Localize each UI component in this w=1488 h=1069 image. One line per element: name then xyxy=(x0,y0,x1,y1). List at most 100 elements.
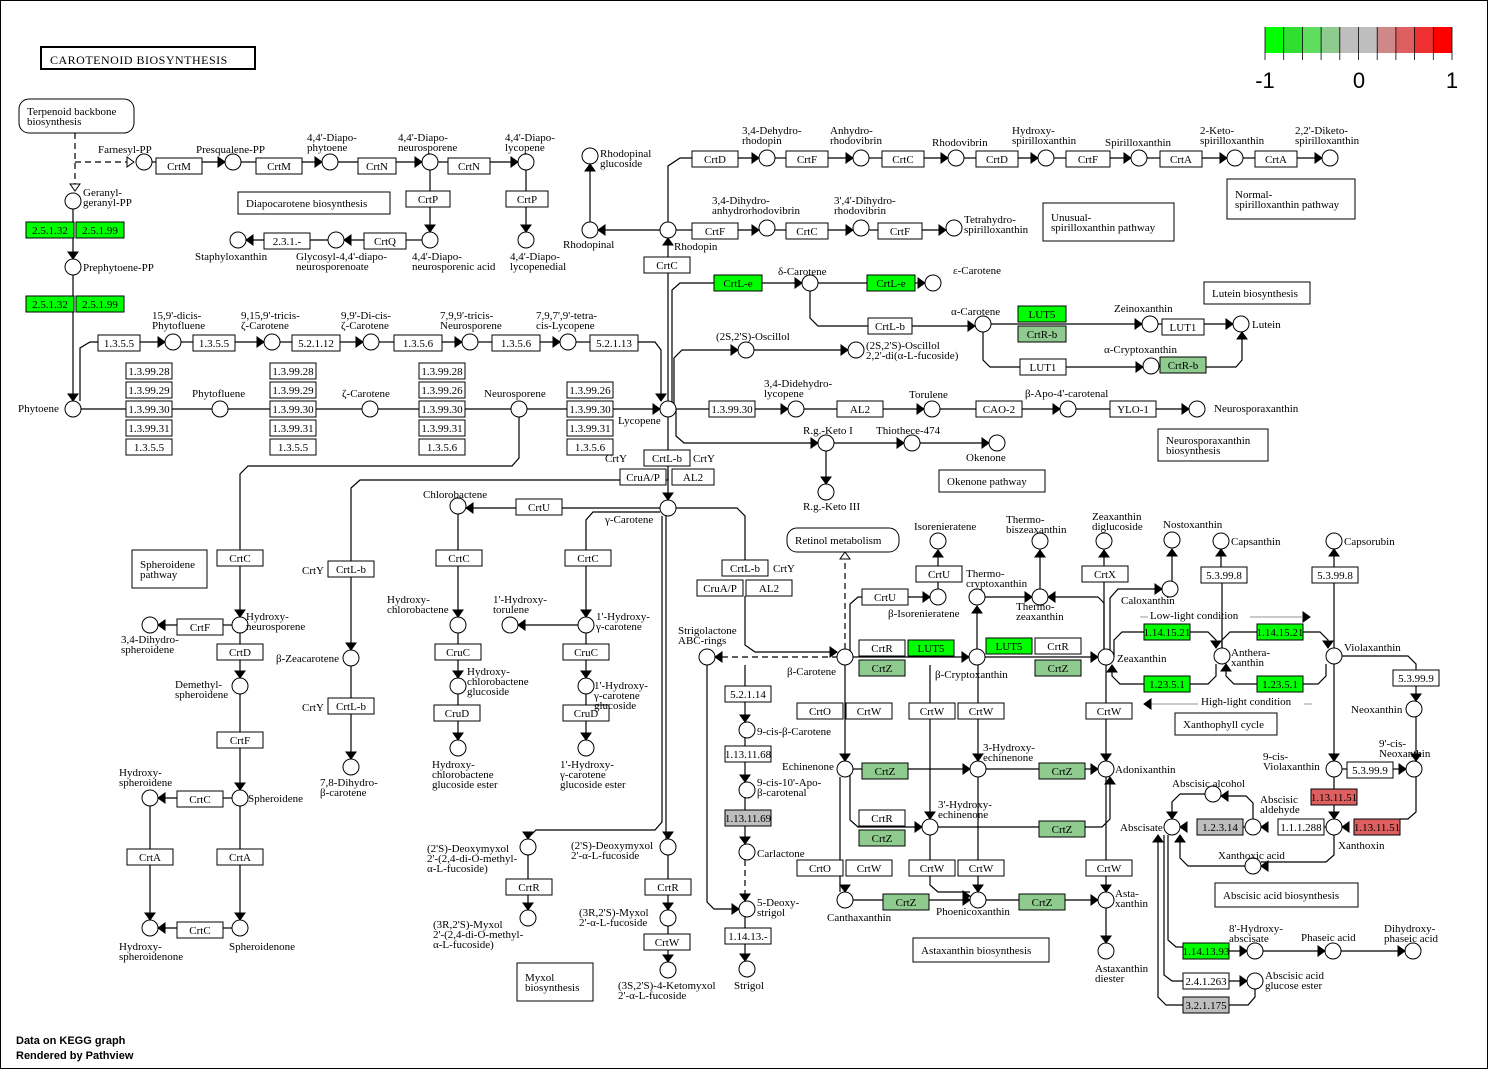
compound-circle[interactable] xyxy=(141,789,159,807)
compound-circle[interactable] xyxy=(659,838,677,856)
enzyme-node[interactable]: CrtZ xyxy=(861,762,909,780)
pathway-box[interactable] xyxy=(131,549,208,589)
enzyme-box[interactable] xyxy=(1065,150,1111,168)
compound-circle[interactable] xyxy=(847,341,865,359)
compound-node[interactable]: 9'-cis-Neoxanthin xyxy=(1379,738,1431,778)
compound-circle[interactable] xyxy=(758,219,776,237)
enzyme-box[interactable] xyxy=(405,190,451,208)
compound-node[interactable]: 9-cis-Violaxanthin xyxy=(1263,751,1343,778)
pathway-link-okenone[interactable]: Okenone pathway xyxy=(938,469,1046,493)
enzyme-node[interactable]: 2.5.1.32 xyxy=(25,221,75,239)
enzyme-node[interactable]: CruA/P xyxy=(696,579,744,597)
enzyme-node[interactable]: CrtL-b xyxy=(327,697,375,715)
enzyme-node[interactable]: CrtU xyxy=(915,565,963,583)
compound-node[interactable]: 4,4'-Diapo-phytoene xyxy=(307,132,357,171)
enzyme-node[interactable]: CrtW xyxy=(957,859,1005,877)
enzyme-box[interactable] xyxy=(1018,893,1066,911)
enzyme-node[interactable]: 1.3.5.5 xyxy=(97,334,141,352)
enzyme-node[interactable]: CrtC xyxy=(176,921,224,939)
compound-node[interactable]: Canthaxanthin xyxy=(827,891,892,924)
enzyme-box[interactable] xyxy=(957,702,1005,720)
enzyme-box[interactable] xyxy=(566,419,614,437)
compound-circle[interactable] xyxy=(1141,315,1159,333)
compound-circle[interactable] xyxy=(659,400,677,418)
compound-circle[interactable] xyxy=(1130,149,1148,167)
enzyme-node[interactable]: CrtD xyxy=(975,150,1019,168)
compound-node[interactable]: Abscisic alcohol xyxy=(1172,778,1245,803)
compound-circle[interactable] xyxy=(342,649,360,667)
enzyme-box[interactable] xyxy=(975,400,1023,418)
enzyme-node[interactable]: 2.3.1.- xyxy=(263,232,311,250)
enzyme-box[interactable] xyxy=(713,274,763,292)
enzyme-node[interactable]: CrtQ xyxy=(363,232,407,250)
compound-circle[interactable] xyxy=(738,960,756,978)
pathway-link-unusual[interactable]: Unusual-spirilloxanthin pathway xyxy=(1042,202,1175,242)
compound-node[interactable]: Abscisate xyxy=(1120,818,1181,836)
compound-circle[interactable] xyxy=(164,333,182,351)
enzyme-box[interactable] xyxy=(1311,566,1359,584)
enzyme-box[interactable] xyxy=(866,274,916,292)
enzyme-node[interactable]: CrtD xyxy=(691,150,739,168)
compound-node[interactable]: Hydroxy-spheroidenone xyxy=(119,919,183,963)
compound-node[interactable]: Phoenicoxanthin xyxy=(936,891,1010,918)
enzyme-node[interactable]: 5.2.1.12 xyxy=(291,334,341,352)
compound-circle[interactable] xyxy=(231,789,249,807)
enzyme-box[interactable] xyxy=(1081,565,1129,583)
compound-circle[interactable] xyxy=(135,153,153,171)
enzyme-box[interactable] xyxy=(881,150,925,168)
enzyme-node[interactable]: 3.2.1.175 xyxy=(1182,996,1230,1014)
enzyme-box[interactable] xyxy=(176,618,224,636)
enzyme-box[interactable] xyxy=(1310,788,1358,806)
compound-node[interactable]: 1'-Hydroxy-torulene xyxy=(493,594,547,634)
enzyme-box[interactable] xyxy=(564,549,612,567)
enzyme-node[interactable]: CrtR xyxy=(858,809,906,827)
enzyme-box[interactable] xyxy=(505,878,553,896)
enzyme-box[interactable] xyxy=(263,232,311,250)
enzyme-node[interactable]: CrtW xyxy=(908,702,956,720)
enzyme-box[interactable] xyxy=(721,559,769,577)
compound-node[interactable]: Hydroxy-neurosporene xyxy=(231,611,305,634)
enzyme-box[interactable] xyxy=(724,685,772,703)
enzyme-node[interactable]: LUT5 xyxy=(1017,305,1067,323)
enzyme-node[interactable]: 1.14.15.21 xyxy=(1143,623,1191,641)
pathway-link-abscisic[interactable]: Abscisic acid biosynthesis xyxy=(1214,882,1359,908)
pathway-box[interactable] xyxy=(1226,178,1356,220)
compound-node[interactable]: 3,4-Dehydro-rhodopin xyxy=(742,125,802,167)
enzyme-box[interactable] xyxy=(515,498,563,516)
enzyme-node[interactable]: CrtM xyxy=(155,157,203,175)
enzyme-box[interactable] xyxy=(1034,659,1082,677)
compound-node[interactable]: Thiothece-474 xyxy=(876,425,941,452)
enzyme-node[interactable]: YLO-1 xyxy=(1109,400,1157,418)
compound-circle[interactable] xyxy=(968,648,986,666)
enzyme-node[interactable]: 1.1.1.288 xyxy=(1277,818,1325,836)
compound-node[interactable]: Farnesyl-PP xyxy=(98,144,153,171)
enzyme-box[interactable] xyxy=(1196,818,1244,836)
enzyme-node[interactable]: CrtR-b xyxy=(1017,325,1067,343)
enzyme-box[interactable] xyxy=(915,565,963,583)
compound-node[interactable]: Phytoene xyxy=(18,400,82,418)
enzyme-box[interactable] xyxy=(269,381,317,399)
compound-circle[interactable] xyxy=(231,677,249,695)
compound-circle[interactable] xyxy=(969,891,987,909)
compound-node[interactable]: β-Cryptoxanthin xyxy=(935,648,1008,681)
enzyme-box[interactable] xyxy=(785,150,829,168)
compound-node[interactable]: Okenone xyxy=(966,434,1006,464)
enzyme-node[interactable]: 2.5.1.32 xyxy=(25,295,75,313)
compound-circle[interactable] xyxy=(1325,818,1343,836)
enzyme-node[interactable]: 1.3.99.31 xyxy=(418,419,466,437)
compound-node[interactable]: β-Carotene xyxy=(787,648,854,678)
compound-circle[interactable] xyxy=(342,758,360,776)
compound-node[interactable]: Glycosyl-4,4'-diapo-neurosporenoate xyxy=(296,231,387,273)
enzyme-box[interactable] xyxy=(357,157,397,175)
enzyme-node[interactable]: CrtR xyxy=(644,878,692,896)
compound-node[interactable]: 4,4'-Diapo-neurosporene xyxy=(398,132,457,171)
enzyme-box[interactable] xyxy=(691,222,739,240)
enzyme-node[interactable]: 1.3.99.26 xyxy=(418,381,466,399)
enzyme-box[interactable] xyxy=(434,643,482,661)
compound-node[interactable]: Xanthoxic acid xyxy=(1218,850,1285,875)
enzyme-node[interactable]: 2.4.1.263 xyxy=(1182,972,1230,990)
